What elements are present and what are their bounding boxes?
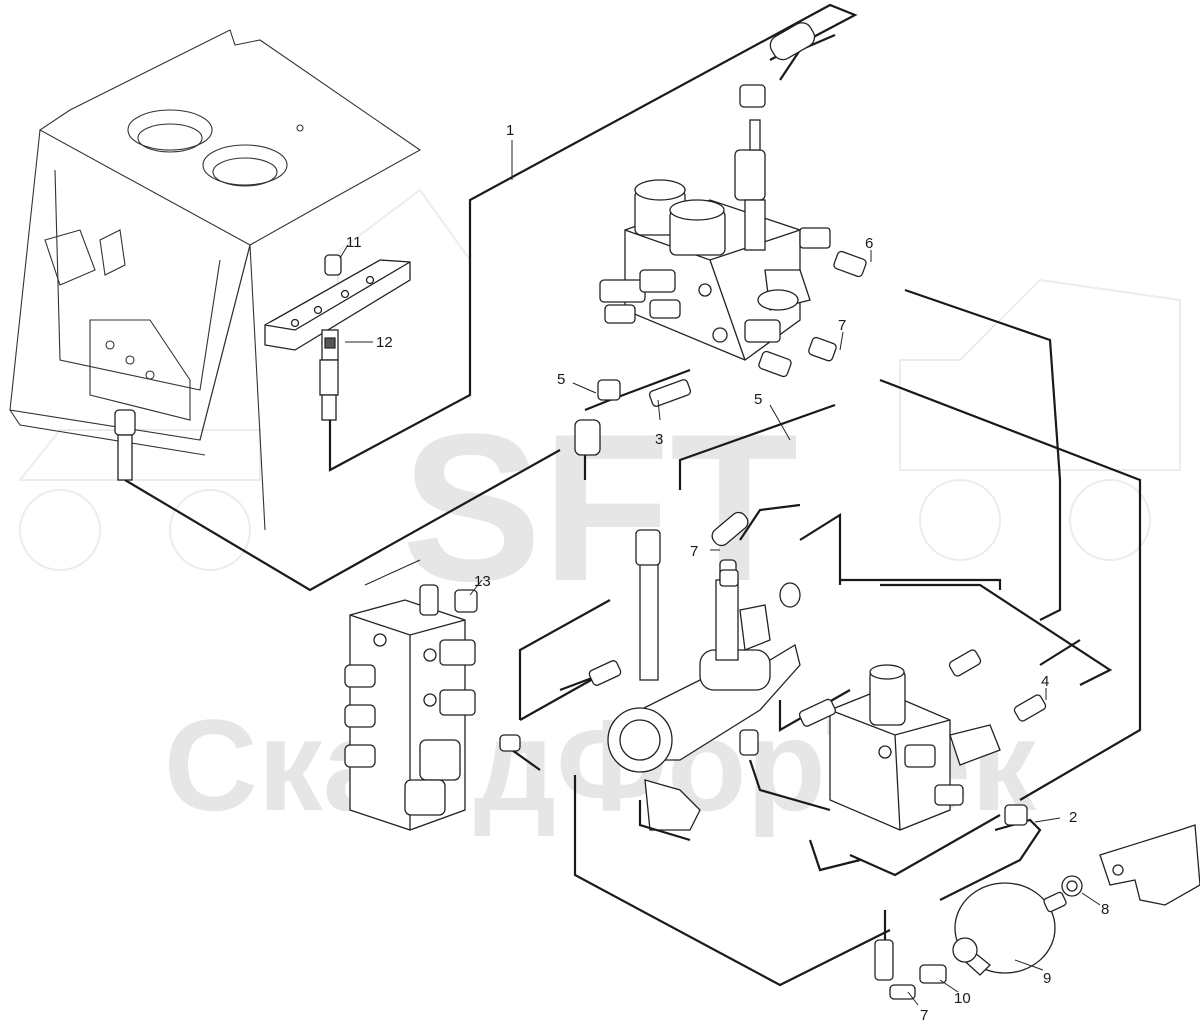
- callout-11: 11: [346, 234, 362, 251]
- section-valve-bank: [344, 584, 478, 831]
- callout-7-top: 7: [838, 317, 846, 334]
- callout-leaders: [339, 140, 1101, 1006]
- callout-labels: 1 2 3 4 5 5 6 7 7 7 8 9 10 11 12 13: [346, 122, 1109, 1024]
- callout-13: 13: [474, 573, 491, 590]
- callout-5-mid: 5: [754, 391, 762, 408]
- hose-fittings: [114, 22, 1047, 981]
- callout-7-bottom: 7: [920, 1007, 928, 1024]
- accumulator-assembly: [889, 824, 1200, 1000]
- callout-3: 3: [655, 431, 663, 448]
- callout-10: 10: [954, 990, 971, 1007]
- control-valve-block: [829, 664, 1001, 831]
- callout-12: 12: [376, 334, 393, 351]
- callout-1: 1: [506, 122, 514, 139]
- callout-5-top: 5: [557, 371, 565, 388]
- callout-6: 6: [865, 235, 873, 252]
- chassis-frame: [9, 29, 422, 531]
- callout-4: 4: [1041, 673, 1049, 690]
- callout-9: 9: [1043, 970, 1051, 987]
- callout-2: 2: [1069, 809, 1077, 826]
- distribution-manifold: [264, 254, 411, 421]
- callout-7-mid: 7: [690, 543, 698, 560]
- pump-assembly: [607, 529, 801, 831]
- main-valve-block: [599, 119, 831, 361]
- callout-8: 8: [1101, 901, 1109, 918]
